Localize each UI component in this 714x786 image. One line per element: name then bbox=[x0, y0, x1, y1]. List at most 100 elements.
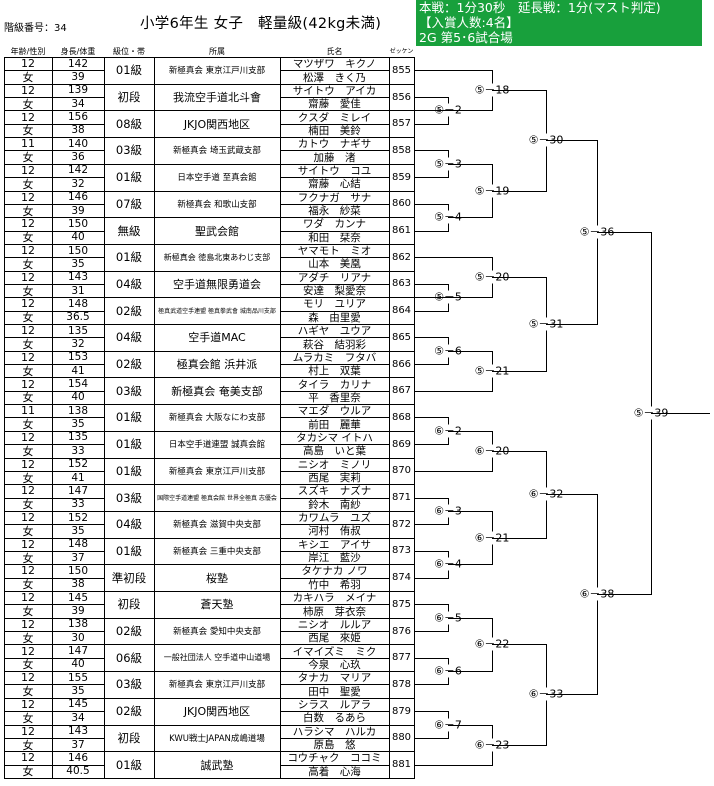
zekken-number: 871 bbox=[391, 492, 412, 504]
grade-value: 01級 bbox=[115, 63, 143, 78]
bracket-line bbox=[414, 177, 449, 179]
bracket-line bbox=[492, 537, 547, 539]
bracket-line bbox=[492, 744, 547, 746]
bracket-line bbox=[414, 684, 449, 686]
affiliation-value: KWU戦士JAPAN成嶋道場 bbox=[169, 733, 265, 744]
affiliation-value: 誠武塾 bbox=[200, 758, 234, 772]
weight-value: 38 bbox=[71, 124, 85, 137]
height-value: 147 bbox=[67, 484, 89, 497]
affiliation-value: 一般社団法人 空手道中山道場 bbox=[163, 653, 271, 663]
name-kanji: 楠田 美鈴 bbox=[308, 124, 361, 137]
name-kanji: 山本 美凰 bbox=[308, 258, 361, 271]
grid-line bbox=[4, 337, 104, 339]
grade-value: 初段 bbox=[117, 90, 141, 105]
zekken-number: 858 bbox=[391, 144, 412, 156]
name-kanji: 萩谷 結羽彩 bbox=[303, 338, 366, 351]
grid-line bbox=[4, 577, 104, 579]
name-kana: タナカ マリア bbox=[297, 672, 372, 685]
grid-line bbox=[280, 123, 389, 125]
grid-line bbox=[280, 711, 389, 713]
grid-line bbox=[4, 550, 104, 552]
grid-line bbox=[4, 457, 415, 459]
gender-value: 女 bbox=[22, 498, 34, 511]
bracket-line bbox=[414, 737, 449, 739]
height-value: 150 bbox=[67, 217, 89, 230]
zekken-number: 859 bbox=[391, 171, 412, 183]
gender-value: 女 bbox=[22, 578, 34, 591]
gender-value: 女 bbox=[22, 711, 34, 725]
age-value: 12 bbox=[21, 110, 35, 124]
name-kana: ハラシマ ハルカ bbox=[292, 725, 377, 738]
age-value: 12 bbox=[21, 163, 35, 177]
height-value: 140 bbox=[67, 137, 89, 150]
zekken-number: 856 bbox=[391, 91, 412, 103]
grid-line bbox=[4, 70, 104, 72]
gender-value: 女 bbox=[22, 231, 34, 244]
affiliation-value: 極真武道空手連盟 極真拳武會 城南品川支部 bbox=[158, 308, 276, 316]
grade-value: 03級 bbox=[115, 490, 143, 505]
grid-line bbox=[280, 230, 389, 232]
grade-value: 07級 bbox=[115, 196, 143, 211]
gender-value: 女 bbox=[22, 471, 34, 485]
bracket-line bbox=[448, 110, 493, 112]
grid-line bbox=[4, 364, 104, 366]
zekken-number: 879 bbox=[391, 705, 412, 717]
name-kana: コウチャク ココミ bbox=[287, 752, 382, 765]
grade-value: 準初段 bbox=[111, 570, 147, 585]
zekken-number: 872 bbox=[391, 518, 412, 530]
height-value: 135 bbox=[67, 431, 89, 444]
name-kanji: 原島 悠 bbox=[313, 739, 356, 752]
bracket-line bbox=[414, 470, 493, 472]
grid-line bbox=[4, 604, 104, 606]
grid-line bbox=[4, 230, 104, 232]
grid-line bbox=[4, 137, 415, 139]
match-duration: 本戦：1分30秒 延長戦：1分(マスト判定) bbox=[419, 0, 661, 15]
grid-line bbox=[4, 110, 415, 112]
affiliation-value: 空手道MAC bbox=[188, 331, 246, 345]
weight-value: 30 bbox=[71, 631, 85, 644]
height-value: 152 bbox=[67, 458, 89, 471]
grade-value: 01級 bbox=[115, 757, 143, 772]
grade-value: 04級 bbox=[115, 517, 143, 532]
weight-value: 38 bbox=[71, 578, 85, 591]
age-value: 12 bbox=[21, 697, 35, 711]
name-kanji: 田中 聖愛 bbox=[308, 685, 361, 698]
grade-value: 初段 bbox=[117, 730, 141, 745]
bracket-line bbox=[492, 644, 547, 646]
grade-value: 08級 bbox=[115, 116, 143, 131]
weight-value: 41 bbox=[71, 471, 85, 484]
grid-line bbox=[4, 684, 104, 686]
grid-line bbox=[4, 444, 104, 446]
grid-line bbox=[280, 470, 389, 472]
grid-line bbox=[280, 444, 389, 446]
zekken-number: 876 bbox=[391, 625, 412, 637]
bracket-line bbox=[448, 430, 493, 432]
name-kanji: 竹中 希羽 bbox=[308, 578, 361, 591]
bracket-line bbox=[492, 277, 547, 279]
gender-value: 女 bbox=[22, 418, 34, 431]
weight-value: 37 bbox=[71, 551, 85, 564]
grid-line bbox=[4, 97, 104, 99]
bracket-line bbox=[414, 577, 449, 579]
bracket-line bbox=[414, 550, 449, 552]
age-value: 12 bbox=[21, 217, 35, 231]
height-value: 143 bbox=[67, 725, 89, 738]
bracket-line bbox=[492, 450, 547, 452]
gender-value: 女 bbox=[22, 444, 34, 458]
name-kanji: 河村 侑叔 bbox=[308, 525, 361, 538]
height-value: 135 bbox=[67, 324, 89, 337]
bracket-line bbox=[448, 350, 493, 352]
affiliation-value: 日本空手道 至真会館 bbox=[177, 173, 257, 184]
grid-line bbox=[280, 310, 389, 312]
height-value: 150 bbox=[67, 244, 89, 257]
weight-value: 40 bbox=[71, 231, 85, 244]
name-kana: サイトウ コユ bbox=[297, 164, 372, 177]
height-value: 153 bbox=[67, 351, 89, 364]
height-value: 138 bbox=[67, 404, 89, 417]
gender-value: 女 bbox=[22, 177, 34, 191]
affiliation-value: 国際空手道連盟 極真会館 世界全極真 志優会 bbox=[157, 495, 277, 503]
grid-line bbox=[4, 657, 104, 659]
grid-line bbox=[280, 390, 389, 392]
gender-value: 女 bbox=[22, 391, 34, 405]
grid-line bbox=[4, 484, 415, 486]
